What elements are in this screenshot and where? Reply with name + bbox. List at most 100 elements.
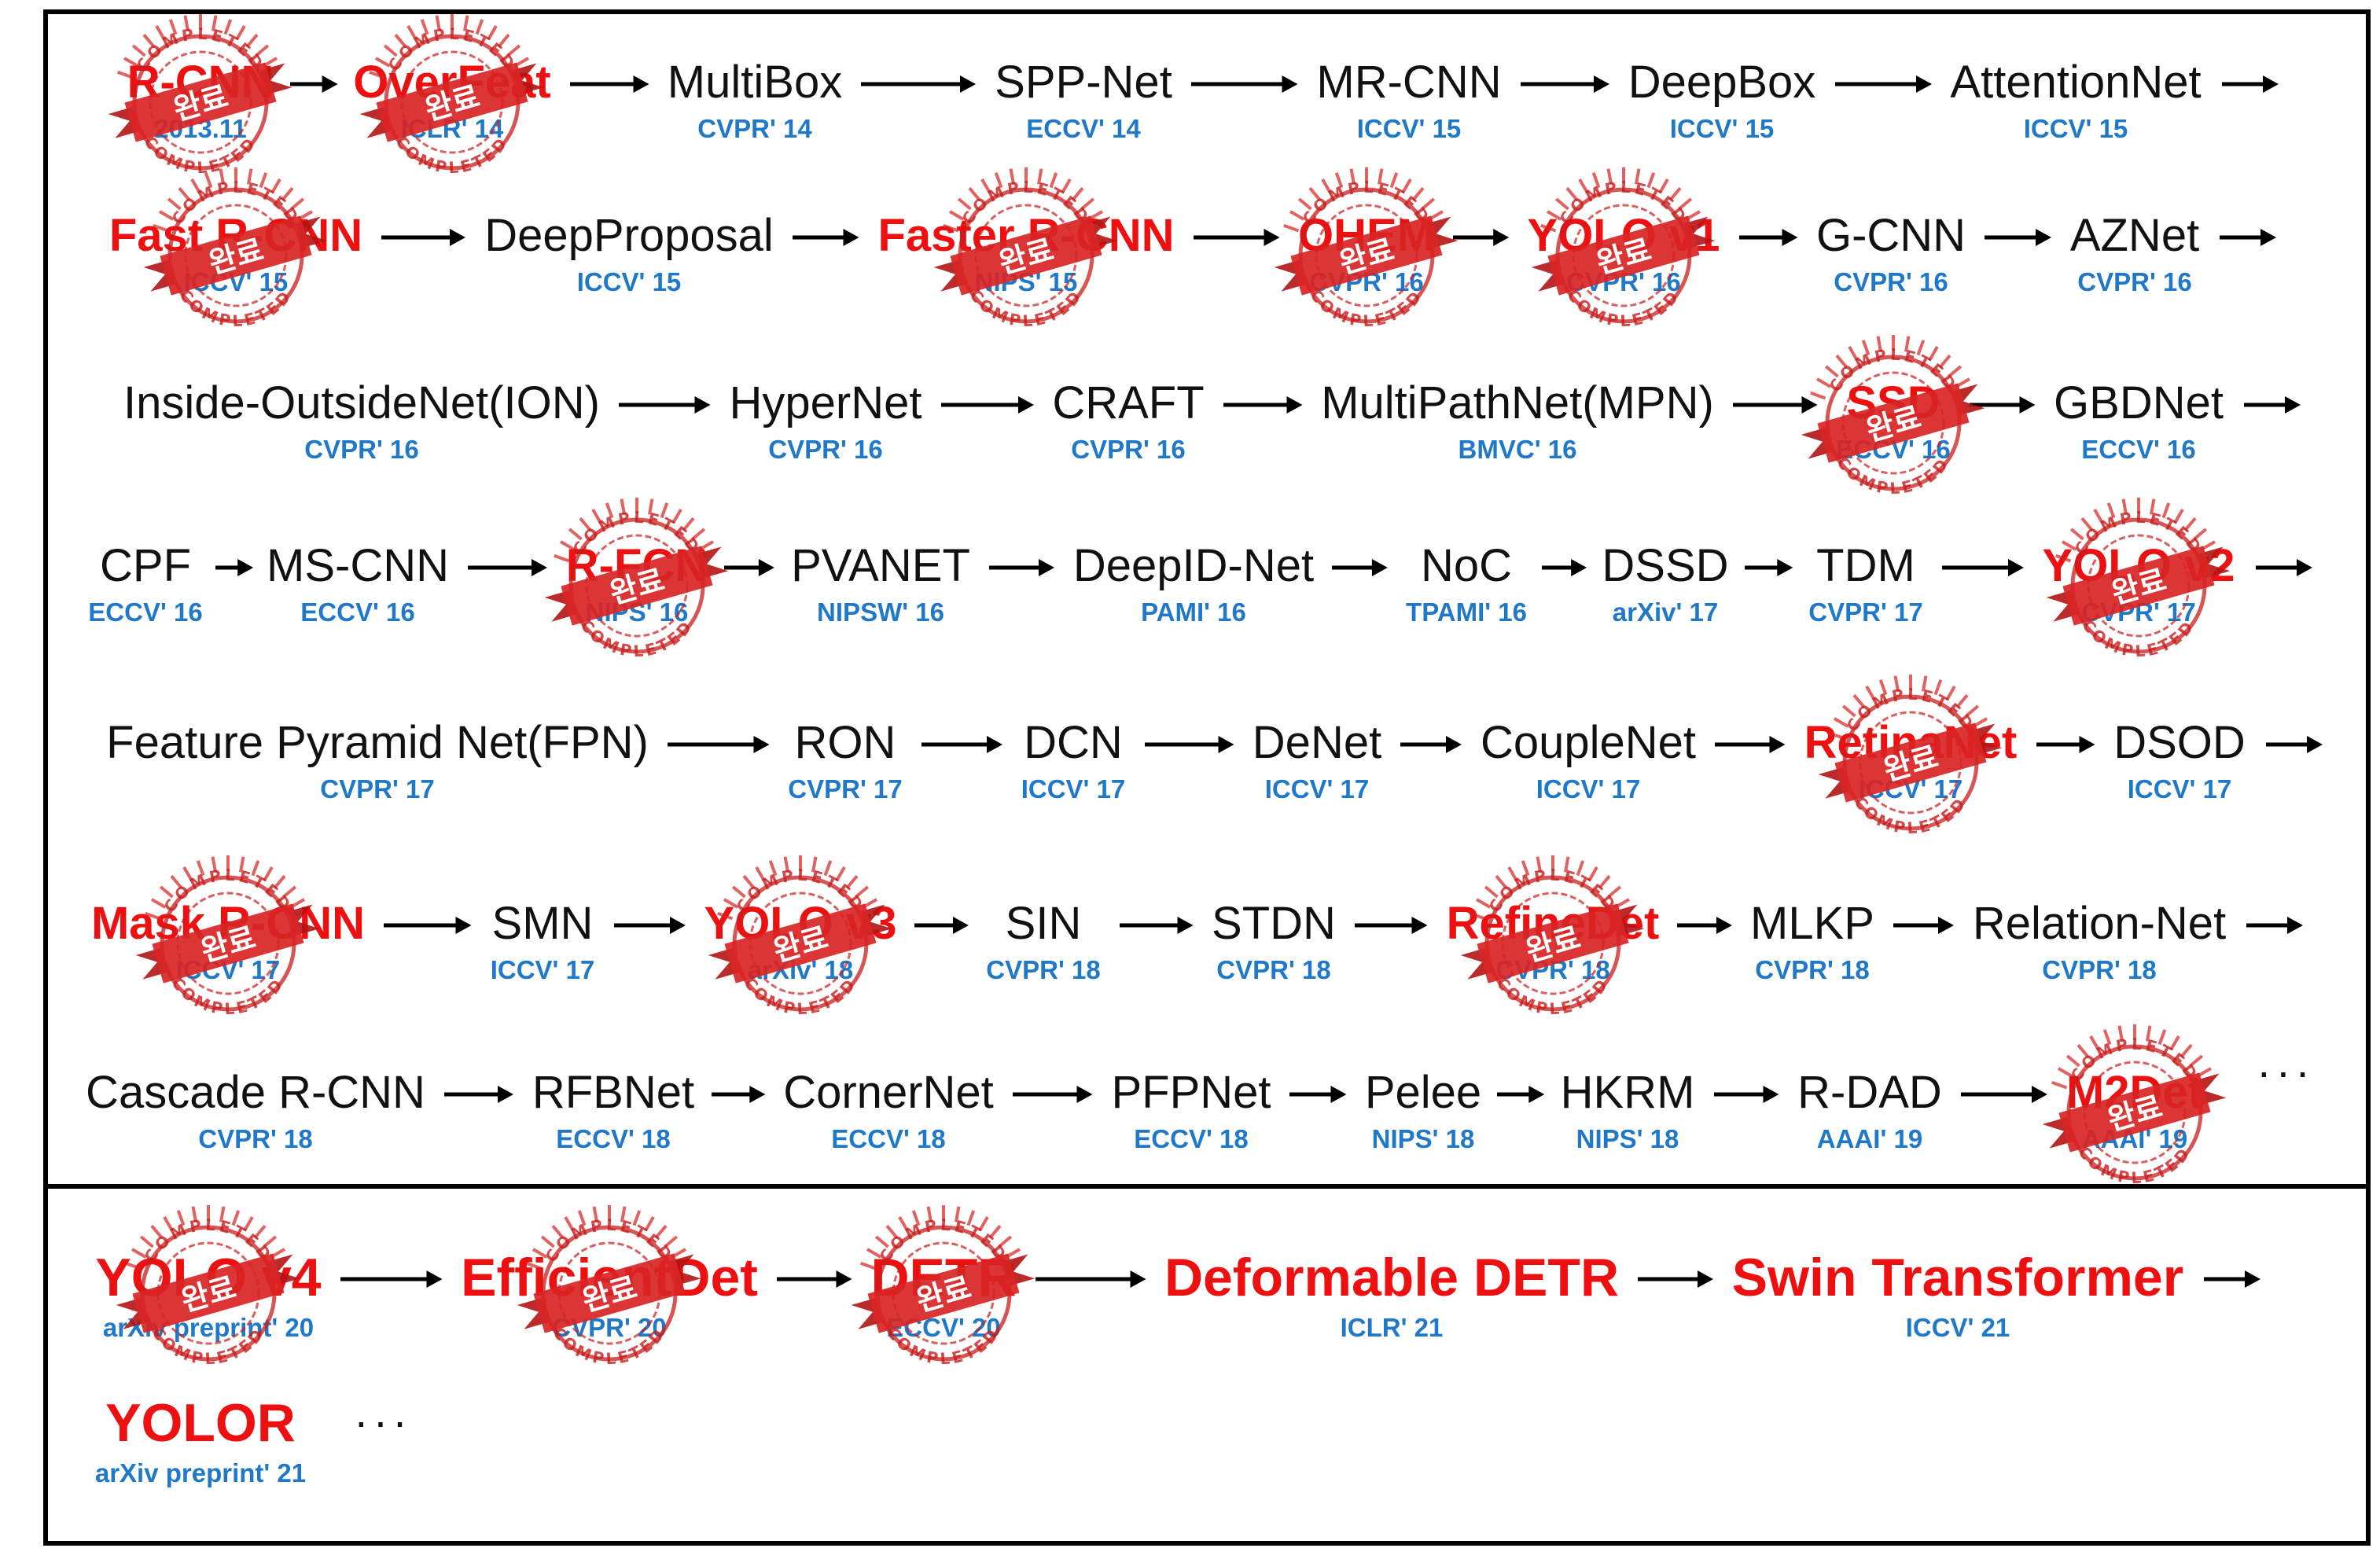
- method-name: STDN: [1212, 898, 1336, 949]
- flow-arrow-icon: [1034, 1256, 1148, 1303]
- flow-arrow-icon: [666, 721, 771, 768]
- venue-label: CVPR' 18: [986, 955, 1101, 984]
- venue-label: PAMI' 16: [1141, 598, 1246, 627]
- venue-label: ECCV' 16: [2081, 435, 2196, 464]
- venue-label: ICCV' 15: [576, 267, 682, 296]
- method-node: Inside-OutsideNet(ION)CVPR' 16: [123, 376, 600, 465]
- flow-arrow-icon: [1743, 544, 1794, 591]
- method-name: M2Det: [2065, 1067, 2204, 1118]
- method-name: RefineDet: [1446, 898, 1660, 949]
- flow-arrow-icon: [289, 61, 340, 108]
- method-name: DCN: [1024, 717, 1123, 768]
- flow-arrow-icon: [775, 1256, 854, 1303]
- method-node: SSD ECCV' 16: [1836, 376, 1950, 465]
- flow-arrow-icon: [1353, 902, 1429, 949]
- method-name: OverFeat: [353, 57, 551, 108]
- venue-label: ICCV' 17: [175, 955, 281, 984]
- flow-arrow-icon: [1983, 214, 2053, 261]
- method-name: CRAFT: [1052, 377, 1205, 428]
- venue-label: ICCV' 17: [490, 955, 595, 984]
- method-name: AttentionNet: [1950, 57, 2202, 108]
- venue-label: ECCV' 16: [1836, 435, 1951, 464]
- flow-arrow-icon: [913, 902, 970, 949]
- venue-label: CVPR' 18: [1755, 955, 1870, 984]
- venue-label: ICCV' 17: [1858, 774, 1963, 803]
- flow-arrow-icon: [466, 544, 549, 591]
- flow-arrow-icon: [1636, 1256, 1715, 1303]
- method-node: Fast R-CNN ICCV' 15: [109, 208, 362, 298]
- method-name: RON: [794, 717, 896, 768]
- venue-label: ECCV' 14: [1026, 114, 1141, 143]
- venue-label: AAAI' 19: [1816, 1124, 1923, 1153]
- flow-arrow-icon: [1959, 1071, 2049, 1118]
- method-name: YOLO v2: [2042, 540, 2235, 591]
- method-name: R-FCN: [565, 540, 708, 591]
- flow-arrow-icon: [380, 214, 467, 261]
- method-name: Cascade R-CNN: [86, 1067, 425, 1118]
- flow-arrow-icon: [1892, 902, 1955, 949]
- venue-label: BMVC' 16: [1458, 435, 1577, 464]
- flow-arrow-icon: [1713, 721, 1787, 768]
- flow-arrow-icon: [1540, 544, 1588, 591]
- method-name: PVANET: [791, 540, 970, 591]
- method-node: Feature Pyramid Net(FPN)CVPR' 17: [106, 715, 649, 805]
- flow-arrow-icon: [2202, 1256, 2262, 1303]
- method-name: SSD: [1846, 377, 1940, 428]
- flow-arrow-icon: [1330, 544, 1389, 591]
- method-name: MS-CNN: [267, 540, 449, 591]
- method-name: Mask R-CNN: [90, 898, 366, 949]
- method-name: YOLO v4: [95, 1248, 322, 1307]
- method-name: MR-CNN: [1316, 57, 1502, 108]
- flow-arrow-icon: [2218, 214, 2278, 261]
- venue-label: arXiv preprint' 21: [94, 1458, 307, 1487]
- method-name: TDM: [1816, 540, 1915, 591]
- flow-arrow-icon: [1495, 1071, 1546, 1118]
- venue-label: ICCV' 17: [1536, 774, 1641, 803]
- venue-label: ICCV' 15: [183, 267, 289, 296]
- venue-label: NIPS' 18: [1576, 1124, 1679, 1153]
- flow-arrow-icon: [1968, 381, 2037, 428]
- method-name: PFPNet: [1111, 1067, 1271, 1118]
- venue-label: NIPSW' 16: [817, 598, 944, 627]
- venue-label: ICCV' 17: [2127, 774, 2232, 803]
- flow-arrow-icon: [1143, 721, 1236, 768]
- venue-label: ICCV' 15: [2023, 114, 2128, 143]
- method-name: Fast R-CNN: [109, 210, 363, 261]
- venue-label: CVPR' 16: [1071, 435, 1186, 464]
- method-name: HyperNet: [729, 377, 922, 428]
- method-name: SPP-Net: [995, 57, 1172, 108]
- method-name: NoC: [1420, 540, 1513, 591]
- method-name: Faster R-CNN: [877, 210, 1175, 261]
- venue-label: ECCV' 18: [556, 1124, 671, 1153]
- flow-arrow-icon: [612, 902, 687, 949]
- venue-label: ECCV' 20: [886, 1313, 1001, 1342]
- venue-label: CVPR' 17: [2081, 598, 2196, 627]
